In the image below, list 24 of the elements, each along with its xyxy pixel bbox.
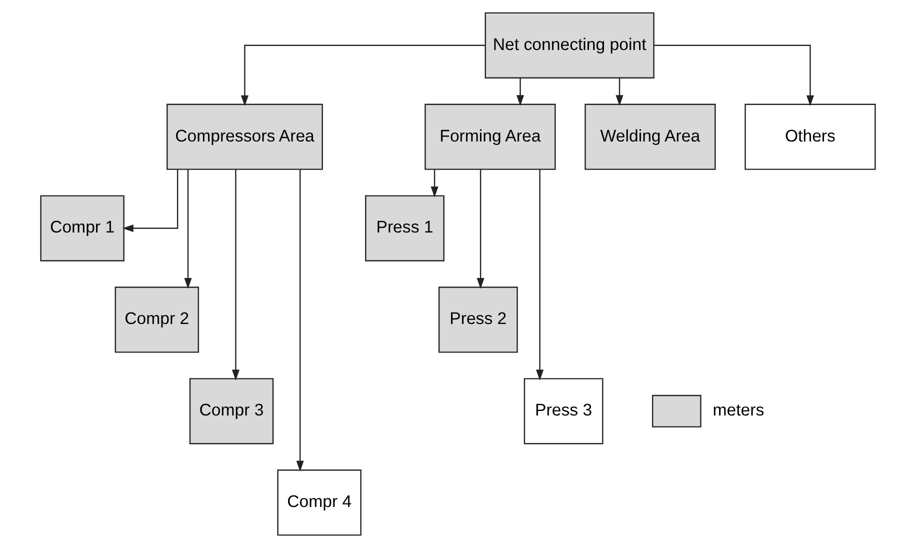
node-box: Compressors Area [166,104,323,170]
node-box: Welding Area [584,104,716,170]
arrow [476,170,484,289]
node-box: Compr 1 [40,195,124,262]
node-box: Net connecting point [484,12,654,78]
arrow [616,78,624,106]
arrow [430,169,438,198]
arrow [536,169,544,380]
arrow [654,44,814,106]
arrow [122,169,178,232]
node-box: Press 2 [438,286,518,353]
node-box: Others [744,104,876,170]
node-box: Compr 2 [114,286,200,353]
legend-label: meters [712,400,764,420]
arrow [296,170,304,472]
node-box: Forming Area [424,104,556,170]
arrow [516,78,524,106]
node-box: Compr 3 [189,378,274,444]
node-box: Press 3 [524,378,604,444]
arrow [240,44,486,106]
arrow [232,169,240,380]
node-box: Compr 4 [277,470,362,536]
node-box: Press 1 [365,195,444,262]
arrow [184,170,192,289]
